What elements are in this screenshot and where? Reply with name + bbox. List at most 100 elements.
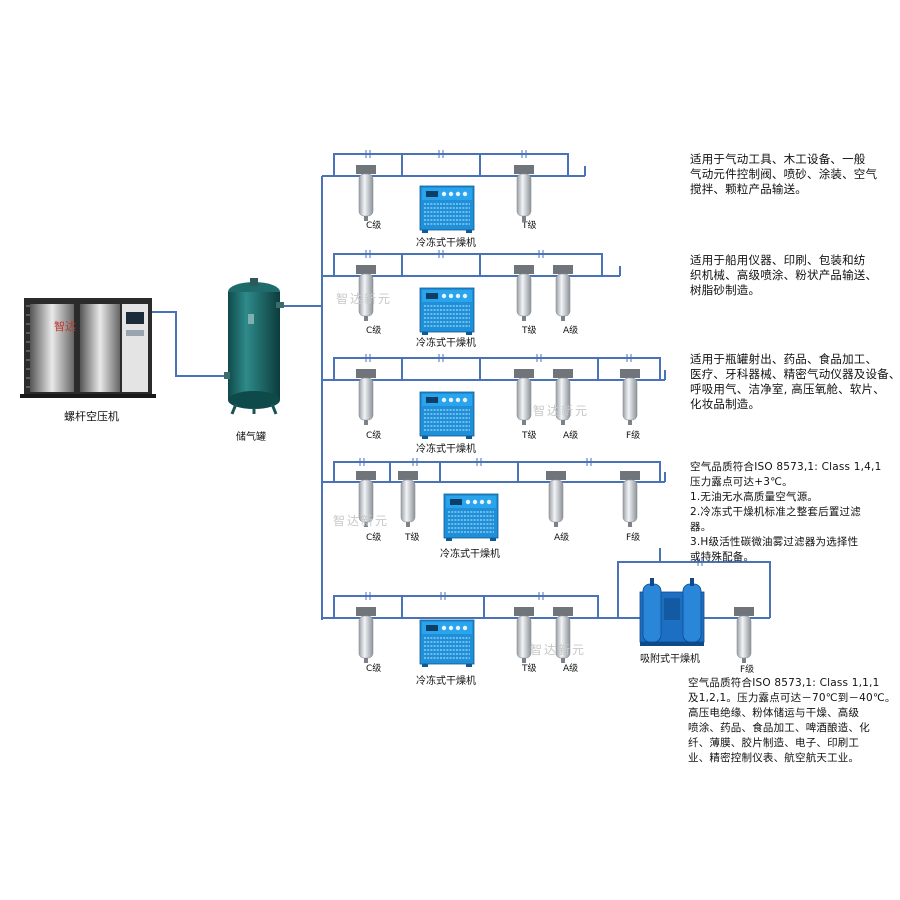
description-line: 空气品质符合ISO 8573,1: Class 1,4,1 <box>690 461 882 473</box>
description-4: 空气品质符合ISO 8573,1: Class 1,4,1 压力露点可达+3℃。… <box>690 460 881 565</box>
description-line: 高压电绝缘、粉体储运与干燥、高级 <box>688 707 860 719</box>
watermark: 智达新元 <box>530 643 587 657</box>
watermark: 智达新元 <box>333 514 390 528</box>
pipe-network <box>152 150 771 620</box>
pipe-flange <box>412 458 418 466</box>
description-line: 适用于气动工具、木工设备、一般 <box>690 152 866 166</box>
filter-icon <box>514 369 534 425</box>
pipe-flange <box>626 354 632 362</box>
pipe-flange <box>521 150 527 158</box>
refrigerated-dryer-icon <box>419 185 475 233</box>
adsorption-dryer-icon <box>639 578 705 646</box>
tank-label: 储气罐 <box>236 432 266 443</box>
air-tank-icon <box>224 278 284 415</box>
pipe-flange <box>536 354 542 362</box>
dryer-label: 冷冻式干燥机 <box>416 338 476 349</box>
pipe-flange <box>438 354 444 362</box>
pipe <box>152 311 228 377</box>
refrigerated-dryer-icon <box>419 287 475 335</box>
dryer-label: 冷冻式干燥机 <box>416 238 476 249</box>
filter-icon <box>398 471 418 527</box>
pipe <box>401 595 485 618</box>
pipe-flange <box>365 150 371 158</box>
refrigerated-dryer-icon <box>419 391 475 439</box>
filter-label-t: T级 <box>522 664 537 674</box>
pipe <box>439 461 519 482</box>
filter-icon <box>620 471 640 527</box>
pipe-flange <box>586 458 592 466</box>
description-line: 压力露点可达+3℃。 <box>690 476 793 488</box>
pipe <box>479 153 569 176</box>
filter-icon <box>514 265 534 321</box>
compressor-label: 螺杆空压机 <box>64 410 119 423</box>
filter-label-t: T级 <box>522 221 537 231</box>
description-line: 业、精密控制仪表、航空航天工业。 <box>688 752 860 764</box>
refrigerated-dryer-icon <box>443 493 499 541</box>
filter-label-t: T级 <box>522 326 537 336</box>
filter-icon <box>356 471 376 527</box>
watermark: 智达新元 <box>533 404 590 418</box>
filter-label-f: F级 <box>740 665 755 675</box>
pipe-flange <box>365 592 371 600</box>
filter-icon <box>356 165 376 221</box>
filter-label-a: A级 <box>563 431 579 441</box>
description-line: 喷涂、药品、食品加工、啤酒酿造、化 <box>688 722 870 734</box>
description-line: 气动元件控制阀、喷砂、涂装、空气 <box>690 167 878 181</box>
filter-label-c: C级 <box>366 326 382 336</box>
filter-label-a: A级 <box>554 533 570 543</box>
pipe-flange <box>440 592 446 600</box>
pipe <box>401 253 481 276</box>
pipe <box>479 253 603 276</box>
filter-label-t: T级 <box>522 431 537 441</box>
description-3: 适用于瓶罐射出、药品、食品加工、 医疗、牙科器械、精密气动仪器及设备、 呼吸用气… <box>690 352 900 412</box>
screw-compressor-icon: 智达 <box>20 298 156 398</box>
description-line: 2.冷冻式干燥机标准之整套后置过滤 <box>690 506 861 518</box>
filter-label-c: C级 <box>366 533 382 543</box>
filter-label-c: C级 <box>366 221 382 231</box>
description-line: 呼吸用气、洁净室, 高压氧舱、软片、 <box>690 382 885 396</box>
filter-label-t: T级 <box>405 533 420 543</box>
filter-icon <box>514 165 534 221</box>
filter-icon <box>553 607 573 663</box>
watermark: 智达新元 <box>336 292 393 306</box>
filter-icon <box>356 265 376 321</box>
description-line: 1.无油无水高质量空气源。 <box>690 491 819 503</box>
pipe <box>401 153 481 176</box>
pipe-flange <box>438 150 444 158</box>
refrigerated-dryer-icon <box>419 619 475 667</box>
filter-icon <box>734 607 754 663</box>
pipe <box>483 595 599 618</box>
filter-icon <box>356 369 376 425</box>
description-line: 搅拌、颗粒产品输送。 <box>690 182 807 196</box>
pipe-flange <box>438 250 444 258</box>
filter-icon <box>553 369 573 425</box>
filter-label-c: C级 <box>366 431 382 441</box>
pipe-flange <box>538 592 544 600</box>
equipment-layer: 智达 <box>20 165 754 667</box>
description-line: 及1,2,1。压力露点可达－70℃到－40℃。 <box>688 692 896 704</box>
dryer-label: 冷冻式干燥机 <box>416 444 476 455</box>
pipe <box>479 357 599 380</box>
pipe <box>617 561 771 618</box>
dryer-label: 冷冻式干燥机 <box>416 676 476 687</box>
description-line: 3.H级活性碳微油雾过滤器为选择性 <box>690 536 859 548</box>
pipe <box>597 357 661 380</box>
pipe-flange <box>538 250 544 258</box>
description-2: 适用于船用仪器、印刷、包装和纺 织机械、高级喷涂、粉状产品输送、 树脂砂制造。 <box>690 253 877 298</box>
compressor-brand-text: 智达 <box>54 319 76 333</box>
filter-icon <box>620 369 640 425</box>
filter-icon <box>553 265 573 321</box>
adsorption-dryer-label: 吸附式干燥机 <box>640 654 700 665</box>
description-1: 适用于气动工具、木工设备、一般 气动元件控制阀、喷砂、涂装、空气 搅拌、颗粒产品… <box>690 152 877 197</box>
filter-label-c: C级 <box>366 664 382 674</box>
pipe-flange <box>476 458 482 466</box>
description-line: 织机械、高级喷涂、粉状产品输送、 <box>690 268 878 282</box>
description-line: 医疗、牙科器械、精密气动仪器及设备、 <box>690 367 900 381</box>
description-line: 纤、薄膜、胶片制造、电子、印刷工 <box>688 737 860 749</box>
description-line: 适用于船用仪器、印刷、包装和纺 <box>690 253 866 267</box>
filter-icon <box>546 471 566 527</box>
pipe-flange <box>365 250 371 258</box>
dryer-label: 冷冻式干燥机 <box>440 549 500 560</box>
description-line: 适用于瓶罐射出、药品、食品加工、 <box>690 352 878 366</box>
description-5: 空气品质符合ISO 8573,1: Class 1,1,1 及1,2,1。压力露… <box>688 676 896 766</box>
